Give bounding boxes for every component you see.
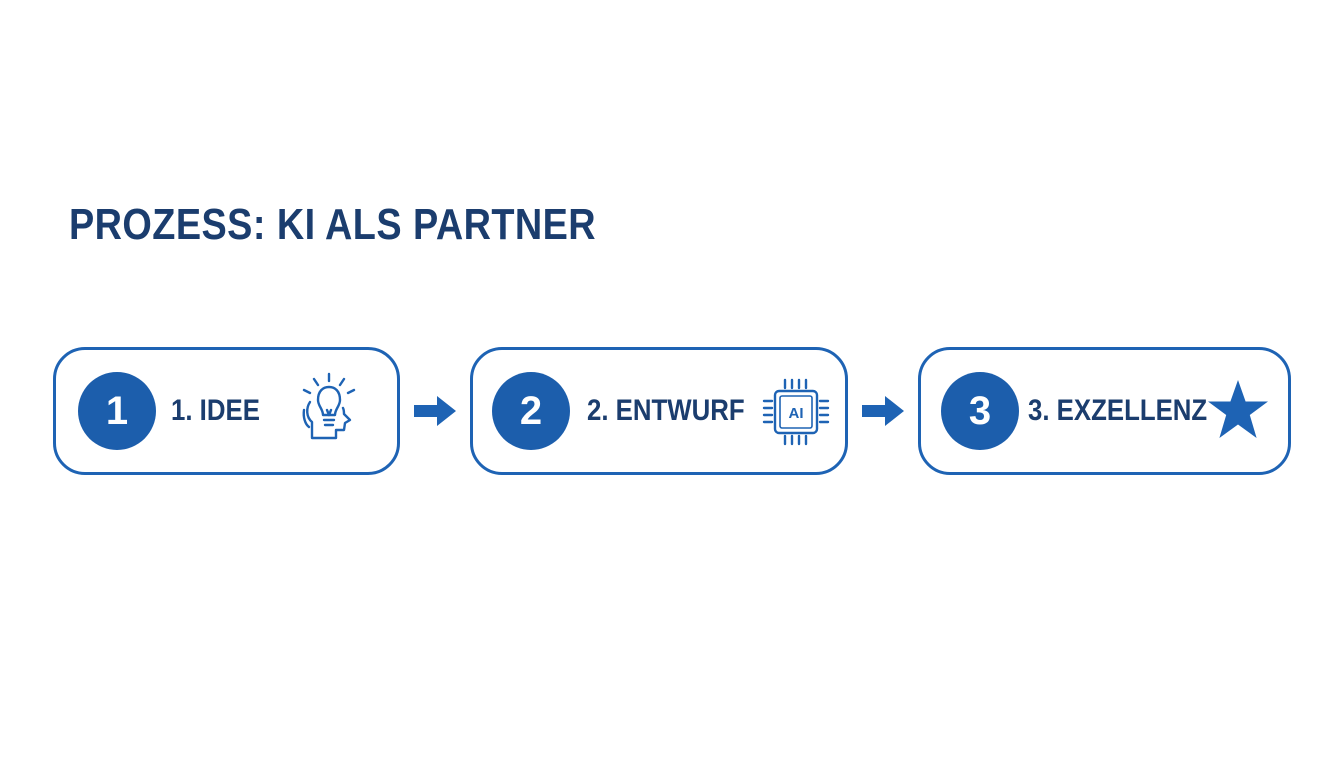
lightbulb-head-icon — [302, 372, 356, 440]
process-step-entwurf: 2 2. ENTWURF AI — [470, 347, 848, 475]
arrow-right-icon — [862, 396, 904, 426]
step-label: 3. EXZELLENZ — [1028, 394, 1208, 427]
page-title: PROZESS: KI ALS PARTNER — [69, 200, 597, 249]
step-number-badge: 2 — [492, 372, 570, 450]
step-label: 1. IDEE — [171, 394, 260, 427]
process-step-idee: 1 1. IDEE — [53, 347, 400, 475]
ai-chip-icon: AI — [762, 378, 830, 446]
process-step-exzellenz: 3 3. EXZELLENZ — [918, 347, 1291, 475]
step-number-badge: 1 — [78, 372, 156, 450]
step-number-badge: 3 — [941, 372, 1019, 450]
arrow-right-icon — [414, 396, 456, 426]
chip-text: AI — [789, 405, 804, 422]
step-label: 2. ENTWURF — [587, 394, 745, 427]
star-icon — [1208, 380, 1268, 438]
